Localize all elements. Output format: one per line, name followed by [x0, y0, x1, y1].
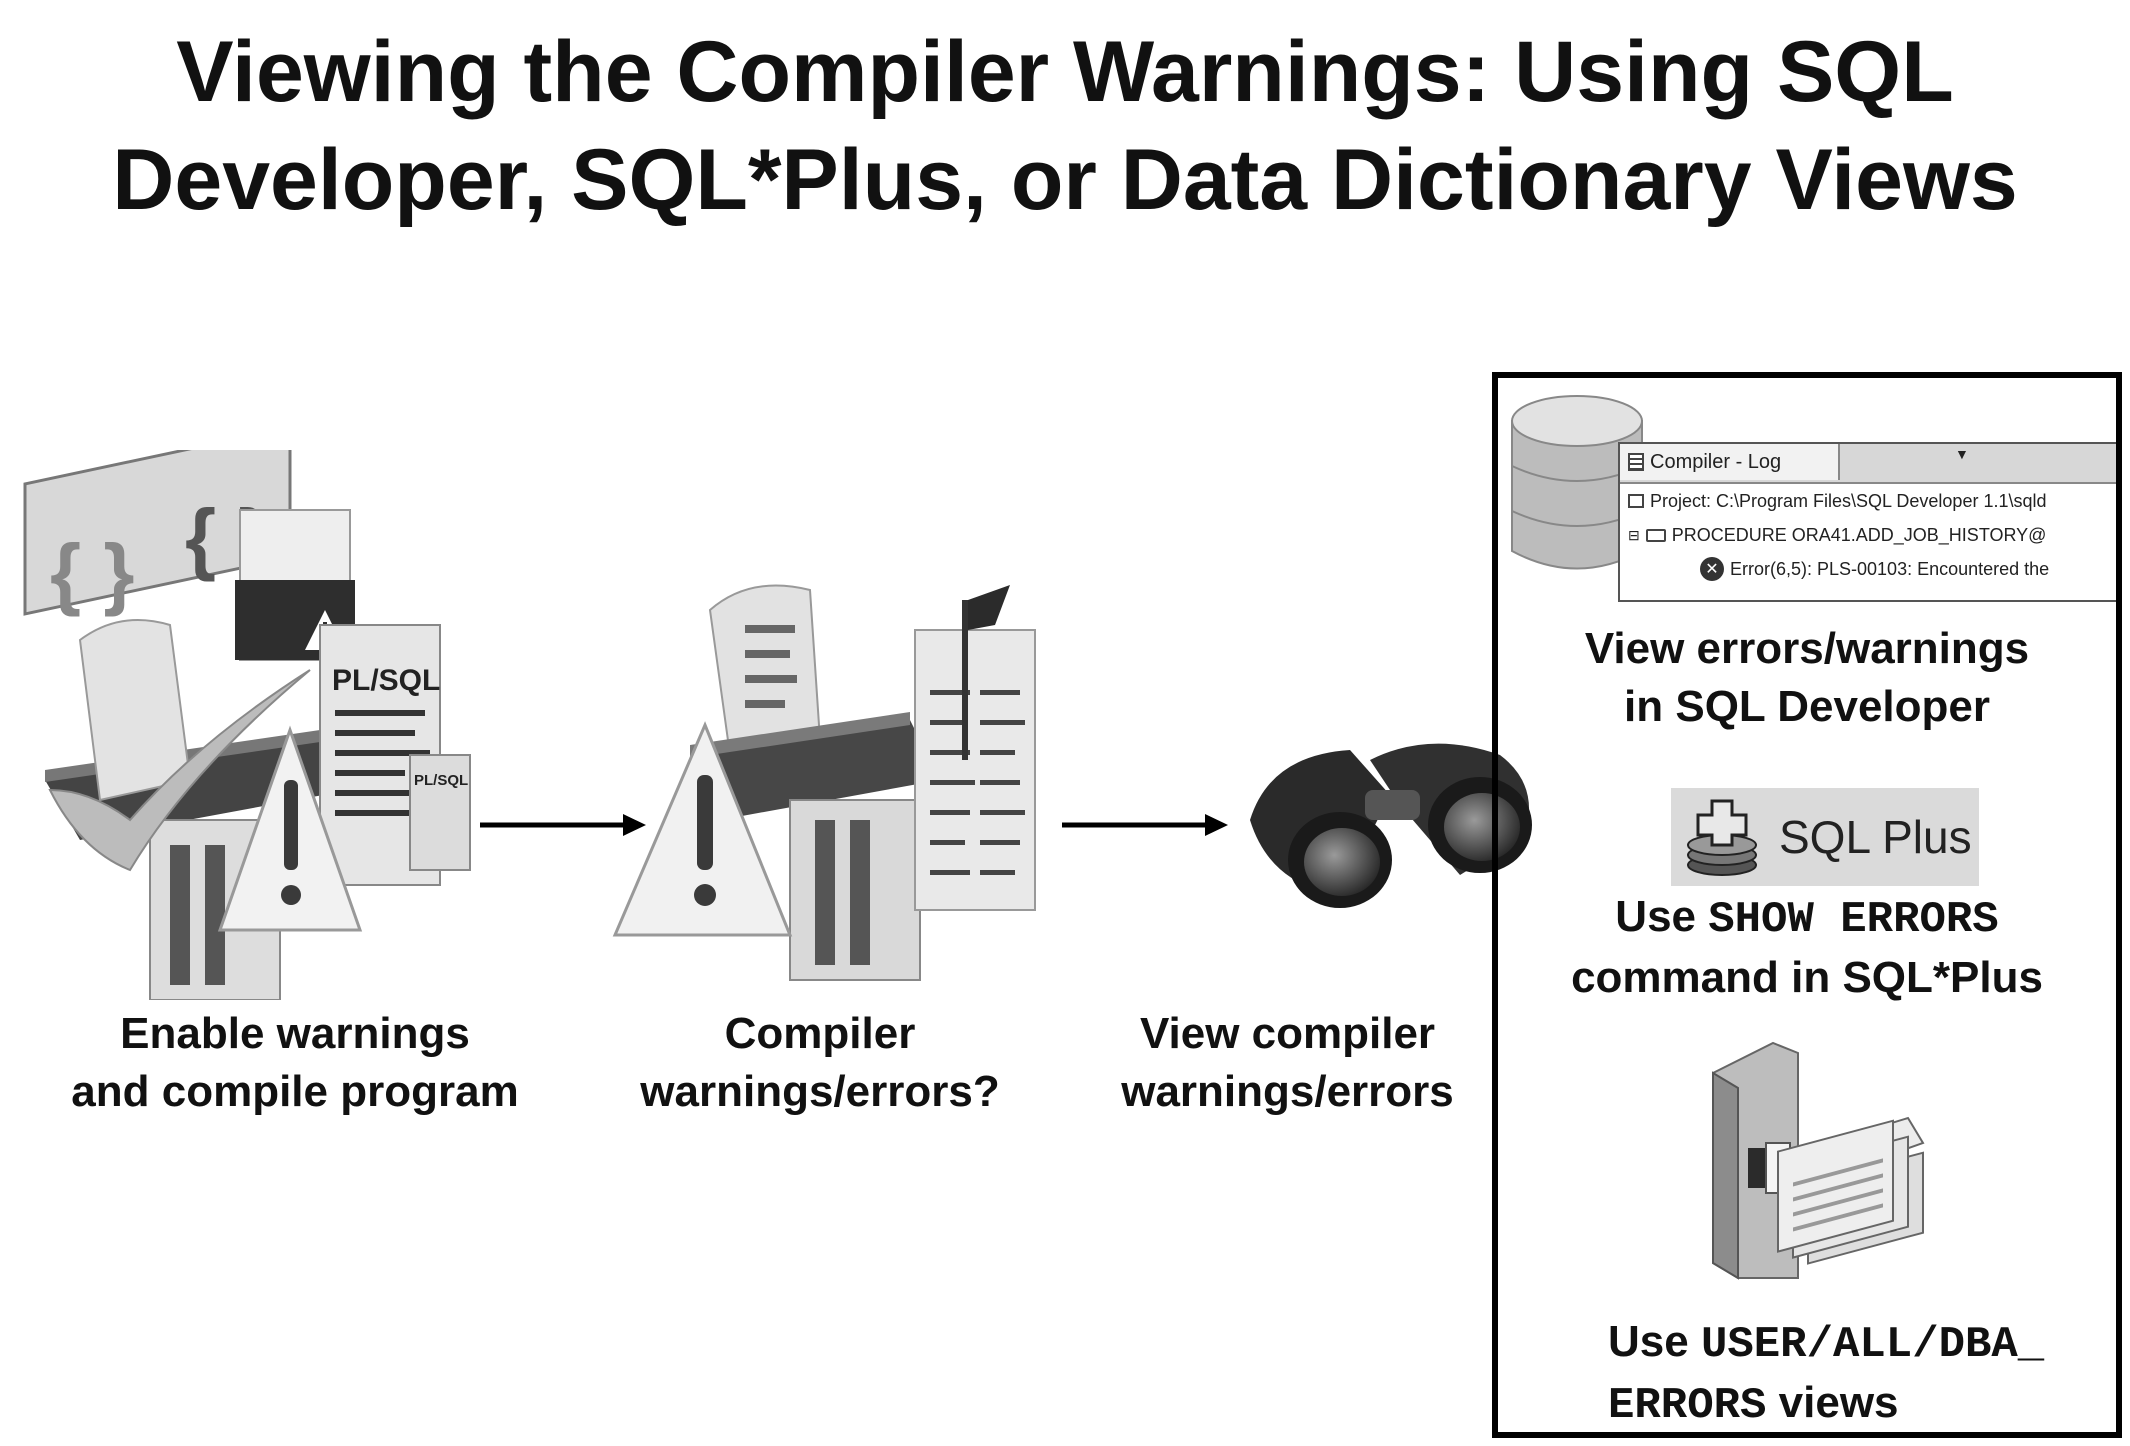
slide-title: Viewing the Compiler Warnings: Using SQL… [0, 18, 2130, 234]
arrow-2-icon [1062, 814, 1228, 836]
svg-text:PL/SQL: PL/SQL [332, 664, 440, 697]
log-row-error-text: Error(6,5): PLS-00103: Encountered the [1730, 558, 2050, 579]
compiler-log-tabbar: Compiler - Log ▼ [1620, 444, 2116, 484]
viewing-options-panel: Compiler - Log ▼ Project: C:\Program Fil… [1492, 372, 2122, 1438]
step-3-line-2: warnings/errors [1121, 1067, 1454, 1116]
sql-plus-icon [1687, 799, 1757, 876]
compiler-log-window: Compiler - Log ▼ Project: C:\Program Fil… [1618, 442, 2116, 602]
views-caption: Use USER/ALL/DBA_ ERRORS views [1608, 1313, 2108, 1432]
sql-plus-button[interactable]: SQL Plus [1671, 788, 1979, 886]
arrow-1-icon [480, 814, 646, 836]
title-line-1: Viewing the Compiler Warnings: Using SQL [176, 24, 1954, 120]
log-row-project[interactable]: Project: C:\Program Files\SQL Developer … [1620, 484, 2116, 518]
step-3-line-1: View compiler [1139, 1009, 1436, 1058]
step-1-label: Enable warnings and compile program [40, 1005, 550, 1121]
views-prefix: Use [1608, 1317, 1701, 1366]
step-1-line-1: Enable warnings [120, 1009, 470, 1058]
project-icon [1628, 494, 1644, 508]
log-list-icon [1628, 453, 1644, 471]
folder-icon [1645, 528, 1666, 542]
sqlplus-product: SQL*Plus [1842, 953, 2043, 1002]
sqlplus-caption-line-1: Use SHOW ERRORS [1498, 888, 2116, 949]
views-caption-line-1: Use USER/ALL/DBA_ [1608, 1313, 2108, 1374]
sqldev-caption: View errors/warnings in SQL Developer [1498, 620, 2116, 736]
sqlplus-caption-line-2: command in SQL*Plus [1498, 949, 2116, 1007]
pl-sql-program-icon: { } { } PL/SQL PL/SQL [23, 450, 471, 1000]
show-errors-command: SHOW ERRORS [1708, 895, 1999, 945]
svg-text:PL/SQL: PL/SQL [414, 772, 468, 789]
sqlplus-caption: Use SHOW ERRORS command in SQL*Plus [1498, 888, 2116, 1007]
errors-code: ERRORS [1608, 1381, 1767, 1431]
log-row-project-text: Project: C:\Program Files\SQL Developer … [1650, 490, 2047, 511]
views-caption-line-2: ERRORS views [1608, 1374, 2108, 1432]
tree-collapse-icon[interactable]: ⊟ [1628, 526, 1640, 543]
tab-compiler-log[interactable]: Compiler - Log [1620, 444, 1840, 480]
step-3-label: View compiler warnings/errors [1095, 1005, 1480, 1121]
binoculars-icon [1250, 743, 1532, 908]
log-row-procedure-text: PROCEDURE ORA41.ADD_JOB_HISTORY@ [1671, 524, 2047, 545]
sql-plus-button-label: SQL Plus [1779, 811, 1972, 863]
title-line-2: Developer, SQL*Plus, or Data Dictionary … [112, 132, 2018, 228]
warning-printout-icon [612, 584, 1036, 981]
sqlplus-prefix: Use [1615, 892, 1709, 941]
step-2-line-2: warnings/errors? [640, 1067, 1000, 1116]
log-row-procedure[interactable]: ⊟ PROCEDURE ORA41.ADD_JOB_HISTORY@ [1620, 518, 2116, 552]
step-2-line-1: Compiler [724, 1009, 916, 1058]
views-suffix: views [1766, 1378, 1899, 1427]
dropdown-arrow-icon[interactable]: ▼ [1955, 446, 1969, 462]
sqlplus-line2-prefix: command in [1571, 953, 1843, 1002]
error-icon: ✕ [1700, 557, 1724, 581]
data-dictionary-book-icon [1712, 1041, 1925, 1280]
log-row-error[interactable]: ✕ Error(6,5): PLS-00103: Encountered the [1620, 552, 2116, 586]
sqldev-caption-line-2: in SQL Developer [1498, 678, 2116, 736]
sqldev-caption-line-1: View errors/warnings [1584, 624, 2030, 673]
svg-text:{ }: { } [50, 528, 135, 617]
sqldev-prefix: in [1624, 682, 1676, 731]
sqldev-product: SQL Developer [1675, 682, 1990, 731]
compiler-log-tab-label: Compiler - Log [1650, 450, 1782, 473]
step-1-line-2: and compile program [71, 1067, 519, 1116]
step-2-label: Compiler warnings/errors? [615, 1005, 1025, 1121]
user-all-dba-code: USER/ALL/DBA_ [1700, 1320, 2045, 1370]
database-icon [1511, 395, 1643, 570]
